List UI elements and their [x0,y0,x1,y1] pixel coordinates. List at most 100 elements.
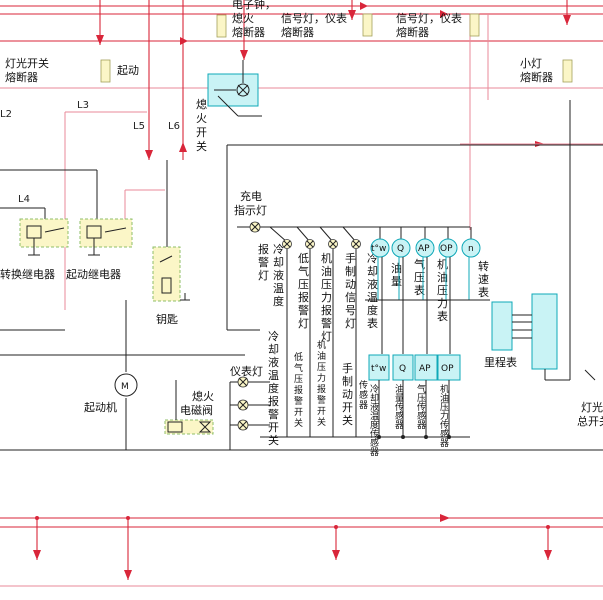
vlabel-handbrake-signal-4: 号 [345,304,356,317]
fuse-signal-1-label: 信号灯，仪表 [281,11,347,25]
vlabel-low-air-switch-2: 压 [294,374,303,385]
vlabel-air-pressure-gauge-2: 表 [414,283,425,297]
light-main-switch-label-1: 灯光 [581,400,603,414]
vlabel-fuel-sensor-3: 感 [395,410,404,422]
fuel-gauge-icon [391,238,411,258]
vlabel-fuel-sensor-2: 传 [395,401,404,413]
vlabel-handbrake-signal-5: 灯 [345,317,356,330]
fuse-signal-2-label-2: 熔断器 [396,25,429,39]
vlabel-coolant-temp-3: 温 [273,282,284,295]
vlabel-handbrake-signal-1: 制 [345,265,356,278]
fuse-main-label-1: 电子钟， [232,0,276,11]
start-relay-label: 起动继电器 [66,268,121,281]
vlabel-oil-alarm-switch-1: 油 [317,350,326,362]
vlabel-air-sensor-4: 器 [417,420,426,431]
wire-L6: L6 [168,121,180,132]
instrument-lamp-label: 仪表灯 [230,364,263,378]
vlabel-oil-pressure-gauge-4: 表 [437,309,448,323]
vlabel-handbrake-switch-1: 制 [342,375,353,388]
key-label: 钥匙 [156,312,178,326]
vlabel-alarm-lamp-2: 灯 [258,269,269,282]
vlabel-fuel-gauge-0: 油 [391,261,402,275]
vlabel-coolant-sensor-1: 却 [370,393,379,404]
vlabel-coolant-temp-gauge-0: 冷 [367,252,378,265]
vlabel-handbrake-signal-2: 动 [345,278,356,291]
vlabel-oil-pressure-gauge-3: 力 [437,297,448,310]
vlabel-handbrake-signal-0: 手 [345,251,356,265]
light-main-switch-label-2: 总开关 [577,414,603,428]
vlabel-coolant-sensor-2: 液 [370,401,379,413]
wire-L2: L2 [0,109,12,120]
fuse-signal-2-label: 信号灯，仪表 [396,11,462,25]
flameout-switch-label-3: 开 [196,126,207,139]
bottom-bus [0,514,603,587]
vertical-labels: 报警灯冷却液温度低气压报警灯机油压力报警灯手制动信号灯冷却液温度表油量气压表机油… [258,242,489,458]
vlabel-low-air-switch-1: 气 [294,362,303,374]
vlabel-fuel-sensor-0: 油 [395,383,404,395]
vlabel-coolant-temp-2: 液 [273,268,284,282]
vlabel-coolant-alarm-switch-4: 度 [268,381,279,395]
vlabel-low-air-alarm-1: 气 [298,264,309,278]
fuse-main-label-3: 熔断器 [232,25,265,39]
vlabel-oil-pressure-gauge-1: 油 [437,270,448,284]
vlabel-low-air-switch-3: 报 [294,384,303,396]
transfer-relay-label: 转换继电器 [0,267,55,281]
vlabel-oil-sensor-0: 机 [440,383,449,395]
vlabel-oil-sensor-2: 压 [440,402,449,413]
vlabel-oil-sensor-6: 器 [440,438,449,449]
vlabel-fuel-sensor-4: 器 [395,420,404,431]
vlabel-oil-pressure-alarm-4: 报 [321,303,332,317]
vlabel-handbrake-switch-3: 开 [342,401,353,414]
vlabel-sensor-partial-1: 感 [359,389,368,401]
vlabel-fuel-sensor-1: 量 [395,393,404,404]
vlabel-coolant-temp-0: 冷 [273,243,284,256]
vlabel-oil-alarm-switch-4: 报 [317,383,326,395]
vlabel-sensor-partial-0: 传 [359,379,368,391]
alarm-lamps [227,226,361,437]
vlabel-speedometer-1: 速 [478,273,489,286]
fuse-light-switch [100,59,111,83]
fuse-main [216,14,227,38]
instrument-lamps [229,376,270,450]
vlabel-alarm-lamp-0: 报 [258,242,269,256]
small-light-fuse-label-2: 熔断器 [520,70,553,84]
vlabel-oil-pressure-gauge-0: 机 [437,257,448,271]
odometer-gauge [491,301,513,351]
charge-indicator [226,144,603,330]
vlabel-oil-alarm-switch-2: 压 [317,362,326,373]
vlabel-low-air-switch-0: 低 [294,351,303,363]
left-wiring [0,87,245,450]
transfer-relay [19,218,69,256]
vlabel-air-pressure-gauge-0: 气 [414,257,425,271]
vlabel-low-air-alarm-3: 报 [298,290,309,304]
vertical-feeds [96,0,571,230]
vlabel-low-air-switch-5: 开 [294,407,303,418]
vlabel-oil-pressure-alarm-0: 机 [321,251,332,265]
vlabel-coolant-sensor-3: 温 [370,411,379,422]
fuse-signal-1 [362,13,373,37]
vlabel-oil-pressure-alarm-5: 警 [321,316,332,330]
vlabel-coolant-alarm-switch-2: 液 [268,355,279,369]
vlabel-coolant-sensor-0: 冷 [370,383,379,395]
vlabel-air-sensor-1: 压 [417,393,426,404]
charge-lamp-label-1: 充电 [240,189,262,203]
vlabel-speedometer-0: 转 [478,259,489,273]
svg-text:t°w: t°w [371,364,386,374]
vlabel-coolant-sensor-7: 器 [370,447,379,458]
oil-pressure-gauge-icon [438,238,458,258]
vlabel-sensor-partial-2: 器 [359,400,368,411]
vlabel-oil-alarm-switch-0: 机 [317,339,326,351]
vlabel-low-air-switch-6: 关 [294,417,303,429]
flameout-switch-label-1: 熄 [196,97,207,111]
vlabel-handbrake-switch-0: 手 [342,361,353,375]
vlabel-air-pressure-gauge-1: 压 [414,271,425,284]
vlabel-oil-alarm-switch-6: 开 [317,406,326,417]
vlabel-oil-sensor-5: 感 [440,428,449,440]
start-relay [79,218,133,256]
key-switch [152,246,190,302]
vlabel-coolant-temp-gauge-4: 度 [367,303,378,317]
vlabel-handbrake-switch-2: 动 [342,388,353,401]
vlabel-coolant-sensor-5: 传 [370,428,379,440]
vlabel-coolant-alarm-switch-0: 冷 [268,330,279,343]
flameout-valve [164,380,214,435]
